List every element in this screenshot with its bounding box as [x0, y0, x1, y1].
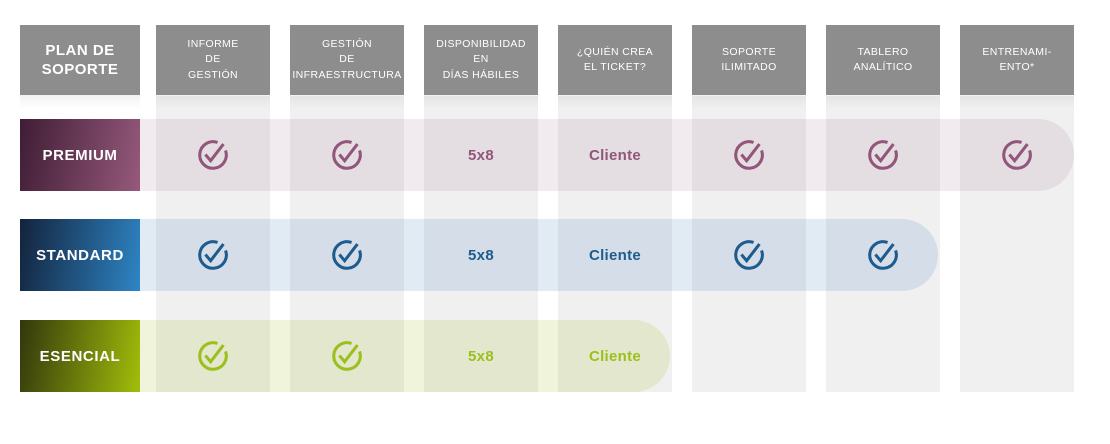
row-band-standard [30, 219, 938, 291]
cell-standard-informe-gestion [156, 219, 270, 291]
header-soporte-ilimitado: SOPORTE ILIMITADO [692, 25, 806, 109]
cell-premium-gestion-infraestructura [290, 119, 404, 191]
column-band [558, 96, 672, 392]
cell-standard-quien-crea-ticket: Cliente [558, 219, 672, 291]
check-circle-icon [734, 140, 764, 170]
header-informe-de-gestion: INFORME DE GESTIÓN [156, 25, 270, 109]
ticket-creator-value: Cliente [588, 246, 642, 264]
cell-esencial-gestion-infraestructura [290, 320, 404, 392]
check-circle-icon [868, 240, 898, 270]
header-disponibilidad: DISPONIBILIDAD EN DÍAS HÁBILES [424, 25, 538, 109]
column-band [960, 96, 1074, 392]
cell-standard-disponibilidad: 5x8 [424, 219, 538, 291]
cell-premium-soporte-ilimitado [692, 119, 806, 191]
cell-standard-gestion-infraestructura [290, 219, 404, 291]
check-circle-icon [734, 240, 764, 270]
check-circle-icon [198, 240, 228, 270]
column-band [826, 96, 940, 392]
header-tablero-analitico: TABLERO ANALÍTICO [826, 25, 940, 109]
check-circle-icon [198, 140, 228, 170]
availability-value: 5x8 [468, 246, 494, 264]
check-circle-icon [332, 341, 362, 371]
plan-standard: STANDARD [20, 219, 140, 291]
cell-standard-soporte-ilimitado [692, 219, 806, 291]
cell-premium-tablero-analitico [826, 119, 940, 191]
cell-standard-tablero-analitico [826, 219, 940, 291]
header-gestion-infraestructura: GESTIÓN DE INFRAESTRUCTURA [290, 25, 404, 109]
check-circle-icon [198, 341, 228, 371]
cell-premium-entrenamiento [960, 119, 1074, 191]
header-entrenamiento: ENTRENAMI- ENTO* [960, 25, 1074, 109]
cell-premium-disponibilidad: 5x8 [424, 119, 538, 191]
check-circle-icon [868, 140, 898, 170]
cell-premium-informe-gestion [156, 119, 270, 191]
plan-premium: PREMIUM [20, 119, 140, 191]
check-circle-icon [332, 140, 362, 170]
row-band-premium [30, 119, 1074, 191]
cell-esencial-disponibilidad: 5x8 [424, 320, 538, 392]
check-circle-icon [332, 240, 362, 270]
column-band [424, 96, 538, 392]
cell-premium-quien-crea-ticket: Cliente [558, 119, 672, 191]
cell-esencial-informe-gestion [156, 320, 270, 392]
ticket-creator-value: Cliente [588, 347, 642, 365]
ticket-creator-value: Cliente [588, 146, 642, 164]
header-quien-crea-ticket: ¿QUIÉN CREA EL TICKET? [558, 25, 672, 109]
availability-value: 5x8 [468, 146, 494, 164]
plan-esencial: ESENCIAL [20, 320, 140, 392]
column-band [692, 96, 806, 392]
cell-esencial-quien-crea-ticket: Cliente [558, 320, 672, 392]
header-plan-de-soporte: PLAN DE SOPORTE [20, 25, 140, 109]
check-circle-icon [1002, 140, 1032, 170]
availability-value: 5x8 [468, 347, 494, 365]
